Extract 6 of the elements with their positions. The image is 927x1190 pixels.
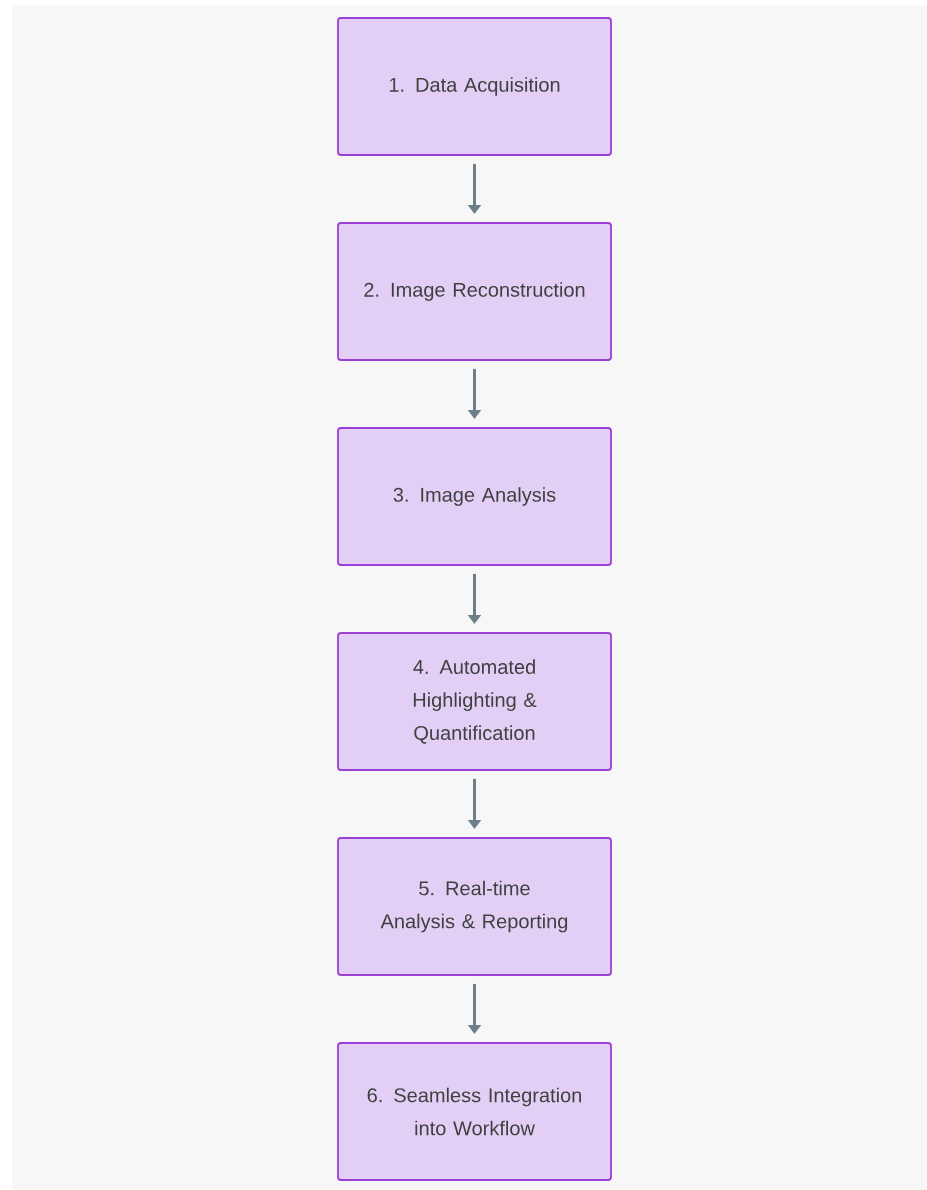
process-box: 2. Image Reconstruction bbox=[337, 222, 612, 361]
process-box: 4. Automated Highlighting & Quantification bbox=[337, 632, 612, 771]
process-box: 6. Seamless Integration into Workflow bbox=[337, 1042, 612, 1181]
process-box: 3. Image Analysis bbox=[337, 427, 612, 566]
process-box: 5. Real-time Analysis & Reporting bbox=[337, 837, 612, 976]
process-box: 1. Data Acquisition bbox=[337, 17, 612, 156]
